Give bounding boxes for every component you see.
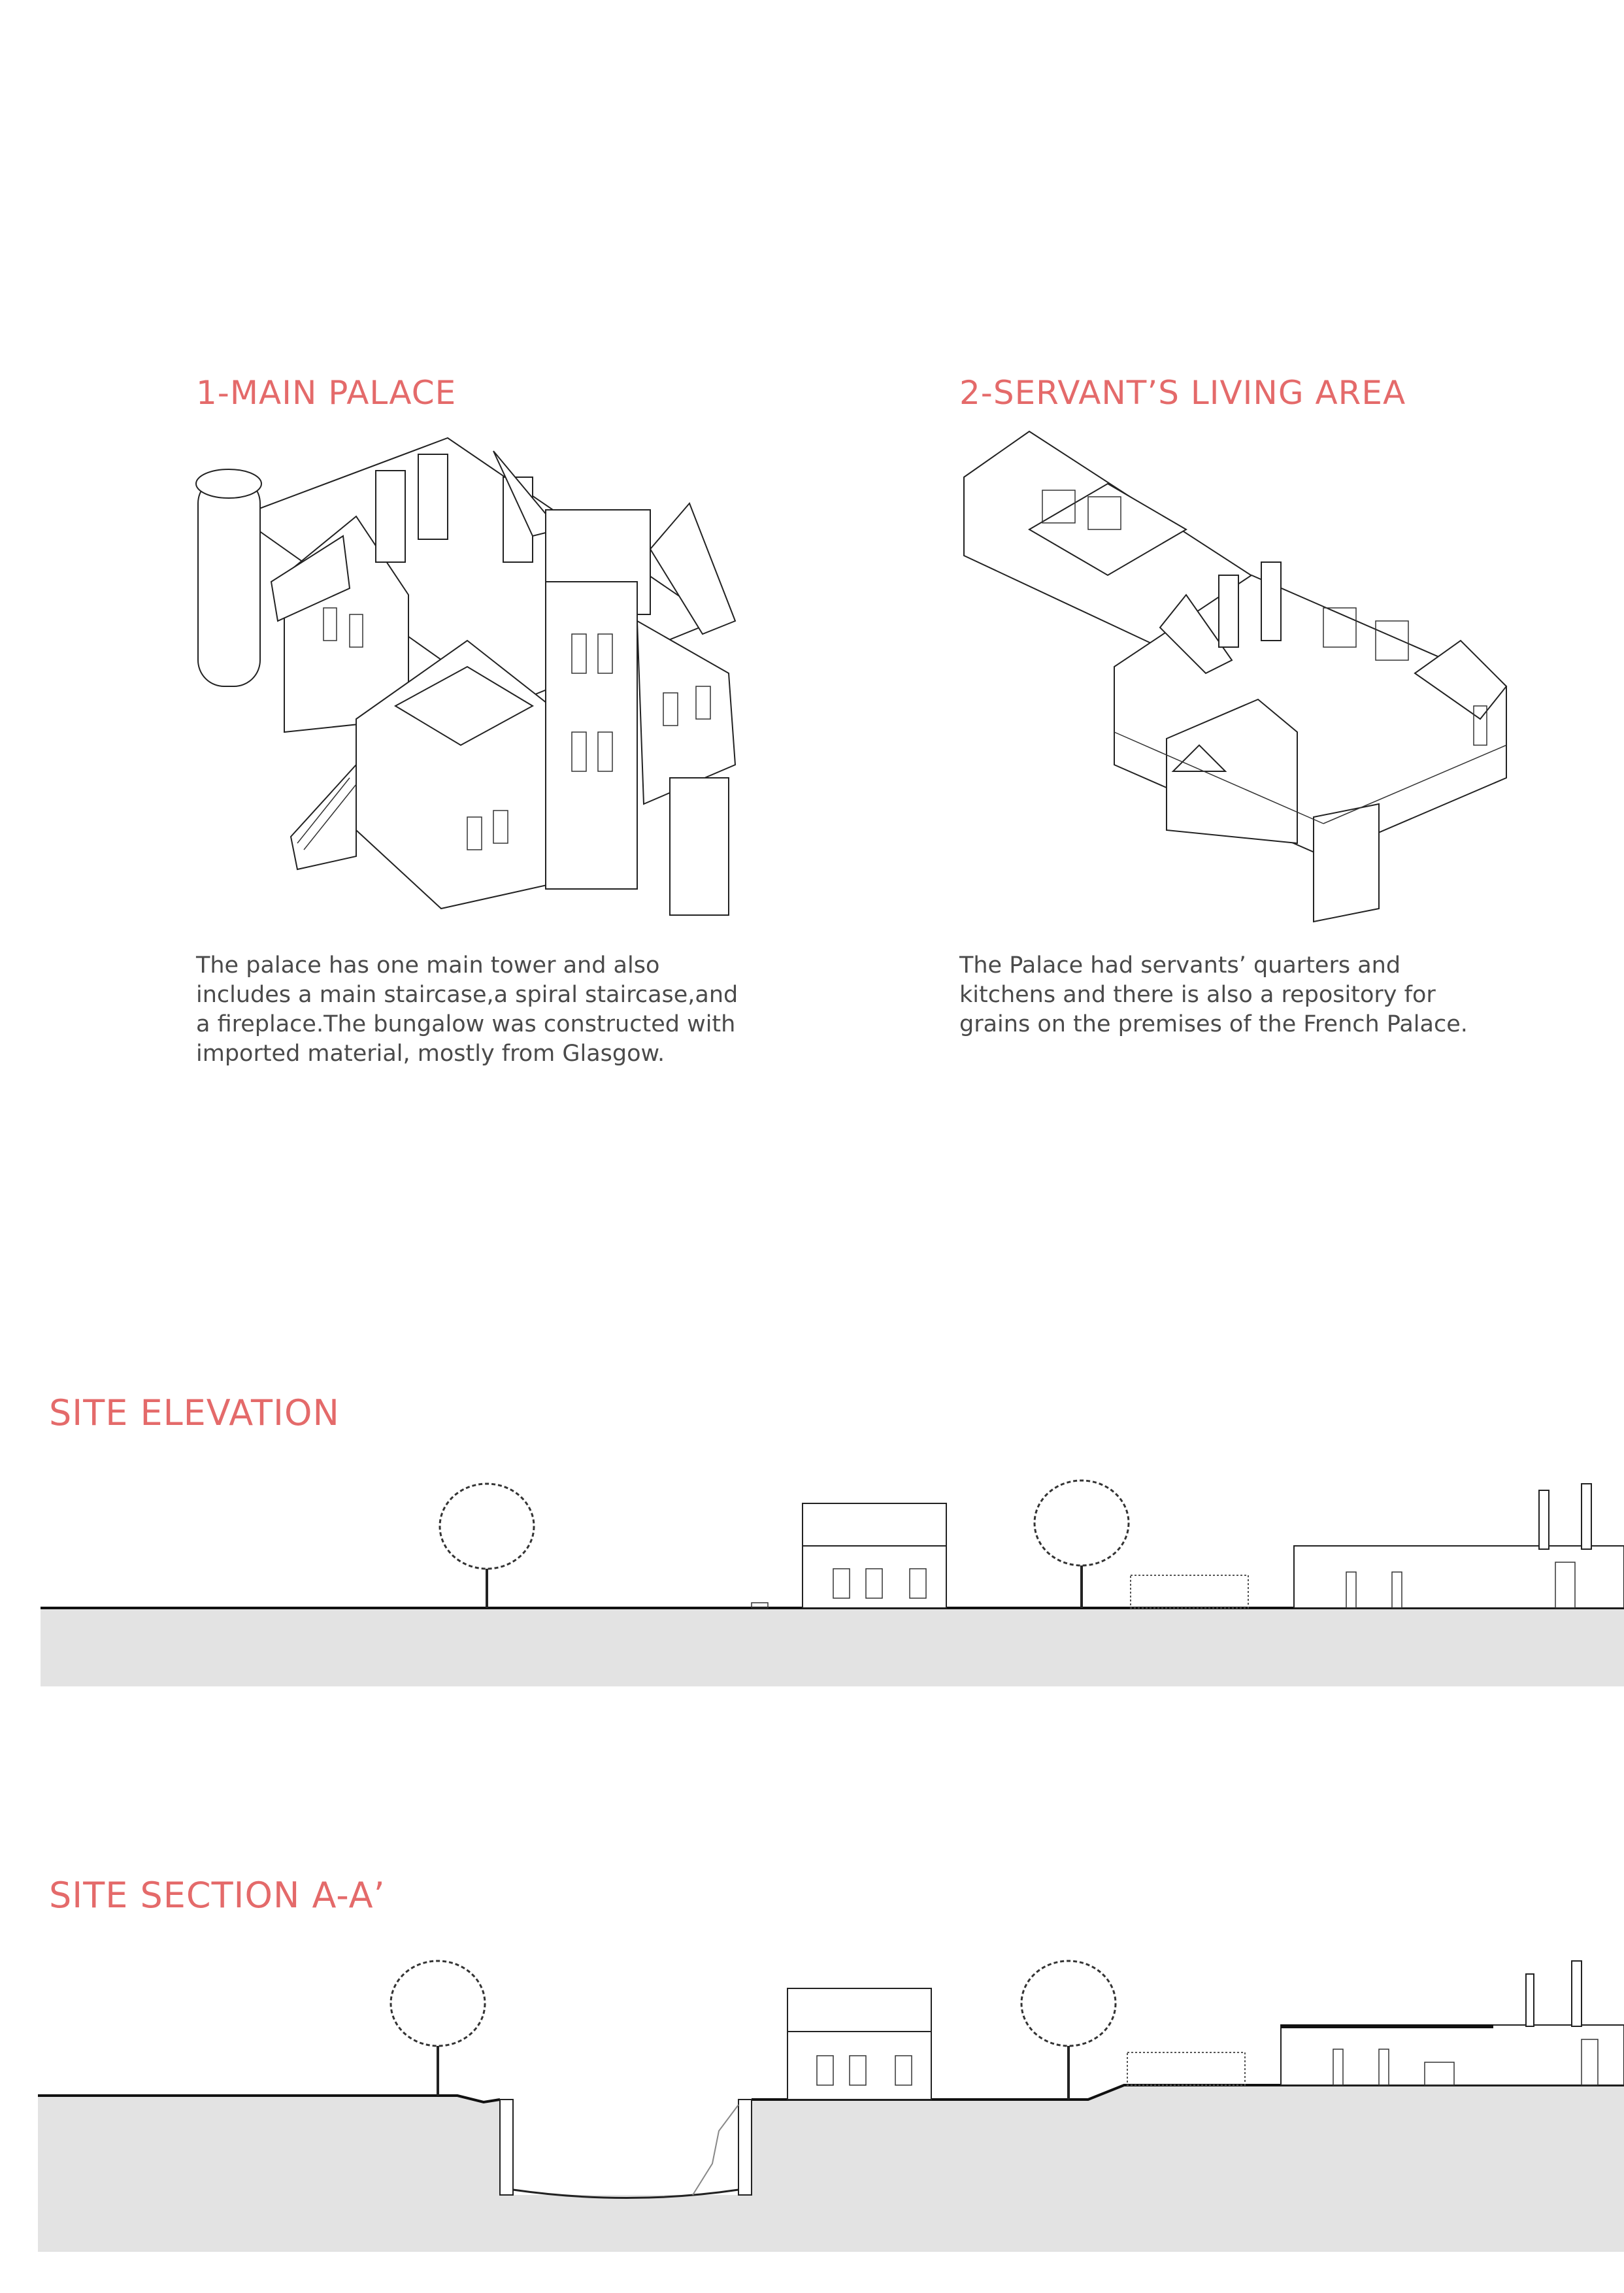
servants-area-description: The Palace had servants’ quarters and ki… <box>959 951 1468 1039</box>
description-line: includes a main staircase,a spiral stair… <box>196 982 738 1008</box>
tree <box>1033 1479 1130 1608</box>
section-cut <box>38 2084 1624 2252</box>
servants-area-title: 2-SERVANT’S LIVING AREA <box>959 374 1406 412</box>
ground-fill <box>41 1608 1624 1686</box>
factory-building-section <box>1280 1960 1624 2086</box>
tree <box>1020 1960 1117 2100</box>
site-elevation-title: SITE ELEVATION <box>49 1392 340 1433</box>
main-palace-description: The palace has one main tower and also i… <box>196 951 738 1069</box>
description-line: The Palace had servants’ quarters and <box>959 952 1401 979</box>
main-palace-isometric-drawing <box>195 437 737 916</box>
description-line: a fireplace.The bungalow was constructed… <box>196 1011 736 1037</box>
site-section-drawing <box>38 1960 1624 2252</box>
cottage-elevation <box>802 1503 947 1609</box>
servants-area-isometric-drawing <box>963 430 1508 923</box>
cottage-section <box>787 1988 932 2100</box>
main-palace-title: 1-MAIN PALACE <box>196 374 457 412</box>
description-line: grains on the premises of the French Pal… <box>959 1011 1468 1037</box>
description-line: imported material, mostly from Glasgow. <box>196 1041 665 1067</box>
description-line: kitchens and there is also a repository … <box>959 982 1436 1008</box>
site-section-title: SITE SECTION A-A’ <box>49 1875 386 1916</box>
factory-building-elevation <box>1293 1483 1624 1609</box>
tree <box>389 1960 486 2096</box>
site-elevation-drawing <box>41 1479 1624 1686</box>
description-line: The palace has one main tower and also <box>196 952 660 979</box>
tree <box>439 1482 535 1608</box>
people-group <box>1130 1575 1249 1609</box>
people-group <box>1127 2052 1246 2086</box>
